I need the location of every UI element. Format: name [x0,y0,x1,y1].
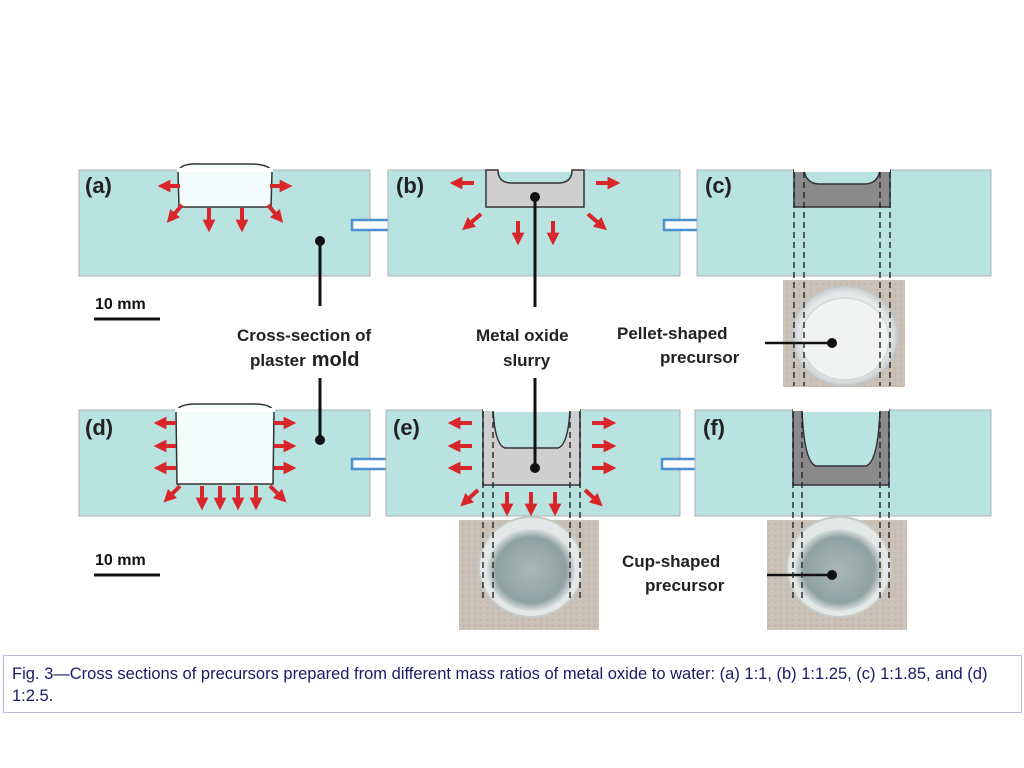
scale-bar-top: 10 mm [94,296,160,321]
cavity-d [175,403,275,485]
mold-block-f [694,409,992,517]
label-cup-line2: precursor [645,576,725,595]
label-pellet-line2: precursor [660,348,740,367]
label-slurry-line2: slurry [503,351,551,370]
label-pellet: Pellet-shaped precursor [617,324,740,367]
label-mold-line2-prefix: plaster [250,351,306,370]
pellet-photo [765,280,905,387]
label-pellet-line1: Pellet-shaped [617,324,728,343]
cup-photo-f [767,516,907,630]
panel-c: (c) [696,168,992,277]
label-cup: Cup-shaped precursor [622,552,725,595]
scale-label-top: 10 mm [95,296,146,313]
drying-arrows-d [153,416,297,511]
panel-a: (a) [78,163,371,306]
slurry-b [485,169,585,208]
panel-d: (d) [78,378,371,517]
panel-b: (b) [387,168,681,307]
panel-f: (f) [694,408,992,517]
label-mold-line1: Cross-section of [237,326,371,345]
guide-lines-top [793,172,891,386]
scale-label-bottom: 10 mm [95,552,146,569]
label-slurry: Metal oxide slurry [476,326,569,370]
label-cup-line1: Cup-shaped [622,552,720,571]
guide-lines-bottom [482,412,890,600]
label-mold: Cross-section of plaster mold [237,326,371,371]
label-mold-line2-bold: mold [312,349,360,371]
drying-arrows-e [447,416,617,517]
panel-label-d: (d) [85,415,113,440]
panel-label-f: (f) [703,415,725,440]
panel-e: (e) [385,378,681,517]
cup-photo-e [459,516,599,630]
figure-caption: Fig. 3—Cross sections of precursors prep… [3,655,1022,713]
mold-block-c [696,169,992,277]
panel-label-e: (e) [393,415,420,440]
drying-arrows-b [449,176,621,246]
scale-bar-bottom: 10 mm [94,552,160,577]
panel-label-a: (a) [85,173,112,198]
drying-arrows-a [157,179,293,233]
label-slurry-line1: Metal oxide [476,326,569,345]
panel-label-b: (b) [396,173,424,198]
panel-label-c: (c) [705,173,732,198]
